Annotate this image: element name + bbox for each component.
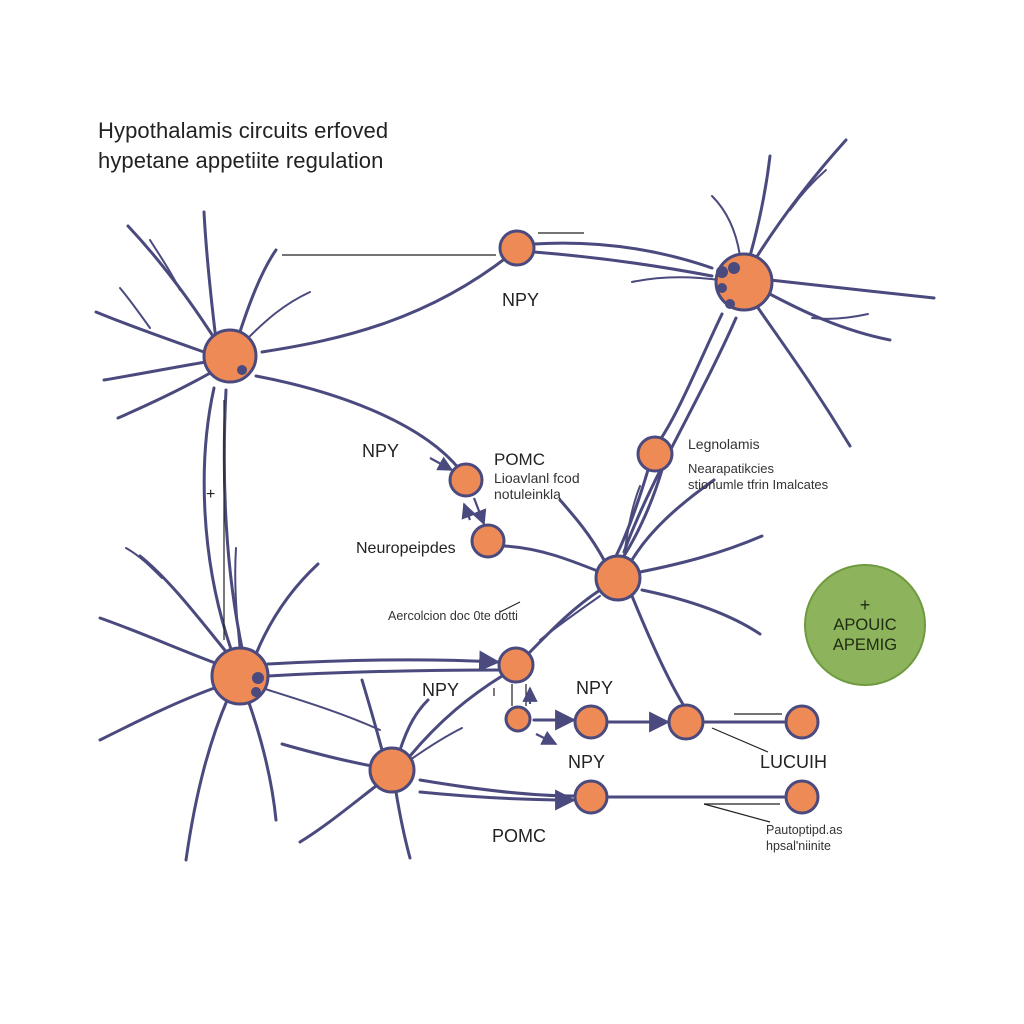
badge-line-1: APOUIC	[833, 616, 897, 634]
node-row-npy-1	[573, 704, 609, 740]
node-top-npy	[498, 229, 536, 267]
badge-line-2: APEMIG	[832, 636, 898, 654]
diagram-title: Hypothalamis circuits erfoved hypetane a…	[98, 116, 388, 176]
node-pomc	[448, 462, 484, 498]
indicator-lines	[223, 232, 782, 823]
label-pomc-bottom: POMC	[492, 826, 546, 846]
badge-plus: +	[859, 595, 871, 615]
appetite-badge: + APOUIC APEMIG	[804, 564, 926, 686]
node-center	[497, 646, 535, 684]
axon-n1-n3-b	[222, 388, 244, 650]
label-npy-right: NPY	[576, 678, 614, 698]
axon-n2-n4	[622, 316, 738, 554]
label-annotation: Aercolcion doc 0te dotti	[388, 609, 518, 623]
neuron-4-dendrites	[539, 478, 764, 641]
axon-n1-n3-a	[202, 386, 234, 654]
node-row-npy-2	[667, 703, 705, 741]
synapse-nodes	[448, 229, 820, 815]
label-npy-left: NPY	[362, 441, 400, 461]
neuron-2-dendrites	[631, 138, 936, 448]
axon-n5-center	[408, 674, 504, 758]
neuron-5-body	[368, 746, 416, 794]
axon-top-node-n2	[532, 241, 714, 270]
axon-n1-pomc-node	[254, 374, 462, 472]
axon-n3-center-b	[266, 668, 500, 678]
small-arrows	[429, 456, 558, 745]
arrow-pomc-down	[471, 497, 487, 526]
neuron-2-body	[714, 252, 774, 312]
label-pomc-sub2: notuleinkla	[494, 486, 561, 502]
neuron-dendrites	[94, 138, 936, 862]
axon-n4-center	[526, 588, 602, 656]
neuron-3-dendrites	[98, 547, 381, 862]
node-row-lucuih	[784, 704, 820, 740]
label-legend-sub2: stionumle tfrin Imalcates	[688, 477, 829, 492]
arrow-npy-left	[429, 456, 454, 471]
axon-n1-top-node	[260, 248, 518, 354]
label-pomc-mid: POMC	[494, 450, 545, 469]
label-npy-center: NPY	[422, 680, 460, 700]
label-legend-title: Legnolamis	[688, 436, 760, 452]
node-bottom-left	[573, 779, 609, 815]
label-peptides-bottom2: hpsal'niinite	[766, 839, 831, 853]
label-npy-lower: NPY	[568, 752, 606, 772]
axon-connections	[202, 241, 786, 811]
neuron-nuclei	[237, 262, 740, 697]
axon-neuro-n4	[502, 544, 602, 574]
label-pomc-sub1: Lioavlanl fcod	[494, 470, 580, 486]
axon-n3-center-a	[266, 650, 501, 672]
label-plus-left: +	[206, 486, 216, 503]
neuron-1-body	[202, 328, 258, 384]
arrow-pomc-up	[461, 502, 477, 521]
neuron-5-dendrites	[280, 678, 463, 860]
lucuih-pointer	[711, 727, 769, 753]
node-center-small	[504, 705, 532, 733]
node-neuropeptides	[470, 523, 506, 559]
label-neuropeptides: Neuropeipdes	[356, 540, 456, 557]
axon-n2-right-node	[658, 312, 724, 442]
annotation-line	[499, 601, 521, 613]
label-lucuih: LUCUIH	[760, 752, 828, 772]
arrow-row-lower	[535, 730, 558, 745]
neuron-bodies	[202, 252, 774, 794]
axon-n5-bottom-b	[418, 789, 577, 811]
bottom-pointer	[703, 803, 771, 823]
neuron-4-body	[594, 554, 642, 602]
node-bottom-right	[784, 779, 820, 815]
title-line-2: hypetane appetiite regulation	[98, 148, 384, 173]
axon-top-node-n2-b	[532, 250, 714, 278]
neuron-1-dendrites	[94, 210, 311, 420]
title-line-1: Hypothalamis circuits erfoved	[98, 118, 389, 143]
axon-n4-lower-right	[630, 594, 686, 708]
label-npy-top: NPY	[502, 290, 540, 310]
axon-right-node-n4-b	[622, 468, 664, 558]
label-peptides-bottom1: Pautoptipd.as	[766, 823, 843, 837]
node-right	[636, 435, 674, 473]
label-legend-sub1: Nearapatikcies	[688, 461, 774, 476]
